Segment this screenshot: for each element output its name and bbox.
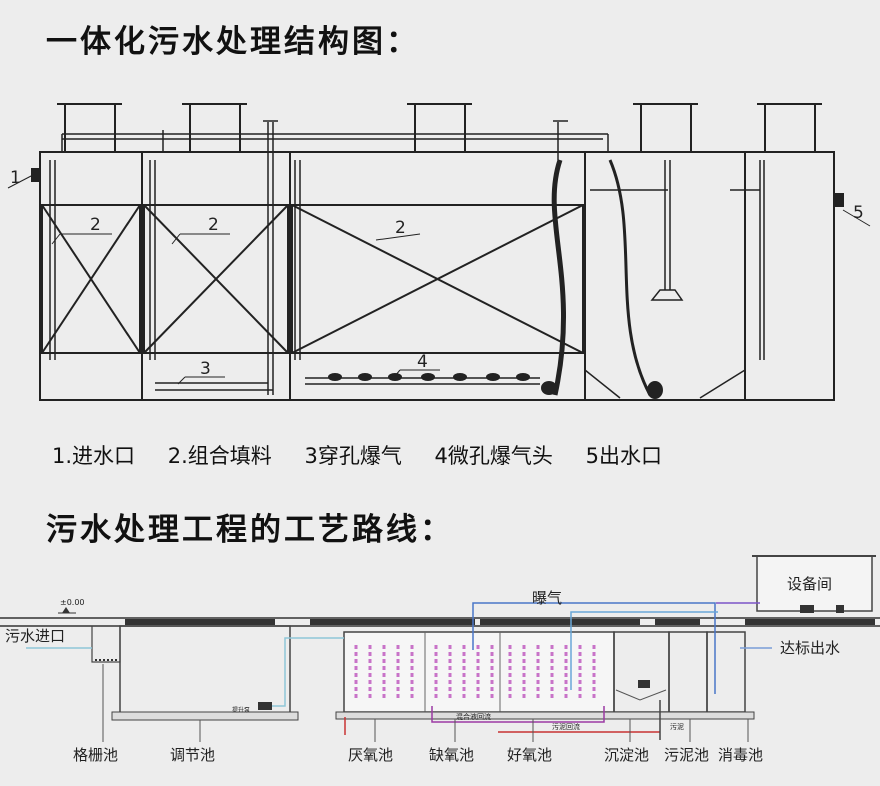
aeration-pipe-blue: [472, 602, 716, 694]
settling-tank: [613, 631, 670, 713]
return-pipe: [608, 159, 652, 396]
mixed-return-line: [431, 706, 605, 723]
lift-pipe: [270, 637, 344, 707]
tank-label: 消毒池: [718, 746, 763, 764]
aeration-label: 曝气: [532, 589, 562, 607]
outlet-label: 达标出水: [780, 639, 840, 657]
tank-label: 好氧池: [507, 746, 552, 764]
tank-label: 格栅池: [73, 746, 118, 764]
inlet-fitting: [31, 168, 41, 182]
callout-3: 3: [200, 359, 211, 379]
mixed-return-label: 混合液回流: [456, 712, 491, 721]
packing-frame-1: [41, 204, 141, 354]
equipment-room-box: [756, 555, 873, 612]
equipment-room-label: 设备间: [787, 575, 832, 593]
air-pipes: [49, 120, 765, 395]
packing-frame-3: [291, 204, 584, 354]
outlet-fitting: [834, 193, 844, 207]
manholes: [57, 103, 822, 152]
structure-title: 一体化污水处理结构图：: [46, 24, 420, 60]
legend-item: 5出水口: [585, 444, 662, 468]
level-mark: ±0.00: [60, 598, 85, 607]
callout-2b: 2: [208, 215, 219, 235]
legend-item: 4微孔爆气头: [434, 444, 553, 468]
diffuser-heads: [328, 373, 663, 399]
tank-label: 缺氧池: [429, 746, 474, 764]
tank-label: 厌氧池: [348, 746, 393, 764]
callout-4: 4: [417, 352, 428, 372]
callout-1: 1: [10, 168, 21, 188]
tank-label: 调节池: [170, 746, 215, 764]
legend: 1.进水口 2.组合填料 3穿孔爆气 4微孔爆气头 5出水口: [52, 440, 688, 470]
legend-item: 1.进水口: [52, 444, 136, 468]
filler-strands: [354, 645, 596, 700]
tank-outline: [39, 151, 835, 401]
disinfection-tank: [706, 631, 746, 713]
sludge-tank: [668, 631, 708, 713]
legend-item: 2.组合填料: [167, 444, 272, 468]
process-title: 污水处理工程的工艺路线：: [46, 512, 454, 548]
lift-pump: [258, 702, 272, 710]
packing-frame-2: [143, 204, 289, 354]
aeration-pipe-2: [570, 611, 718, 690]
sludge-line-label: 污泥: [670, 723, 684, 731]
sludge-pipe: [551, 159, 567, 396]
legend-item: 3穿孔爆气: [304, 444, 402, 468]
callout-2a: 2: [90, 215, 101, 235]
bio-tank: [343, 631, 615, 713]
pump-label: 提升泵: [232, 706, 250, 714]
sludge-return-label: 污泥回流: [552, 722, 580, 731]
tank-label: 沉淀池: [604, 746, 649, 764]
callout-5: 5: [853, 203, 864, 223]
inlet-label: 污水进口: [5, 627, 65, 645]
structure-diagram: 1 2 2 2 3 4 5: [7, 103, 871, 401]
tank-label: 污泥池: [664, 746, 709, 764]
grit-chamber: [91, 625, 121, 663]
regulating-tank: [119, 625, 291, 715]
callout-2c: 2: [395, 218, 406, 238]
soil-marks: [125, 619, 875, 625]
